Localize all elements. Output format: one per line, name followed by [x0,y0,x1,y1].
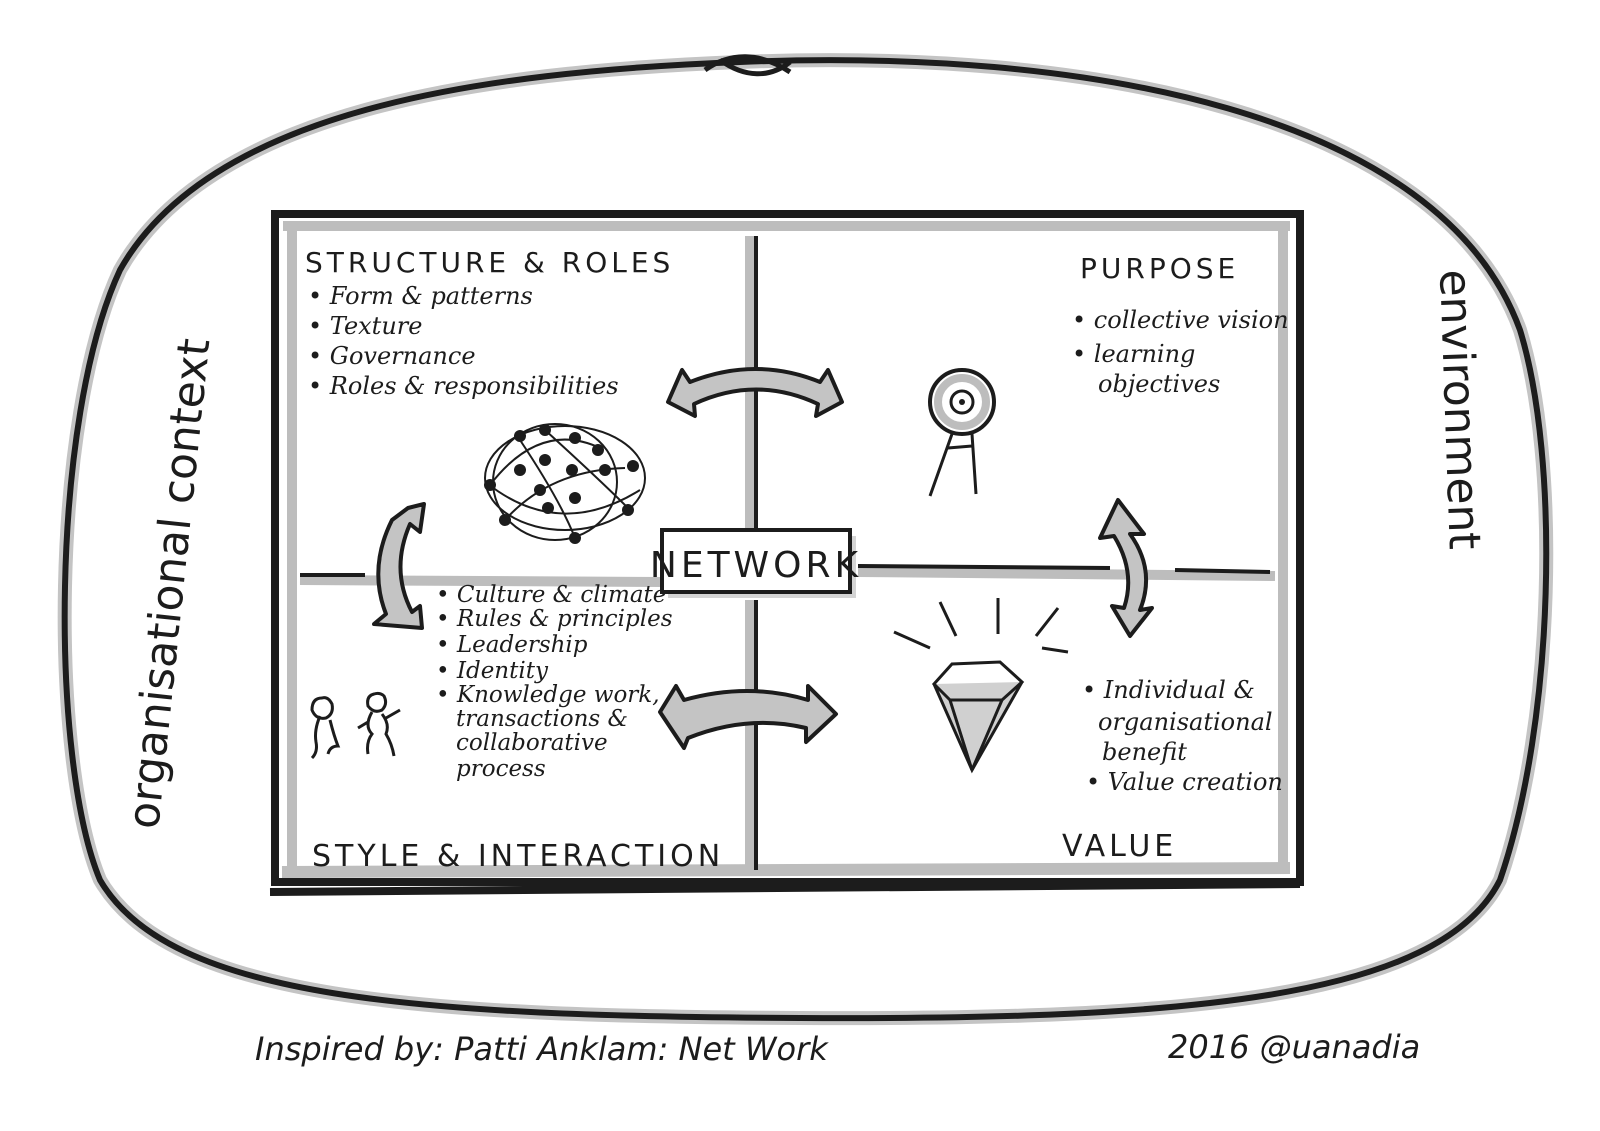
curved-double-arrow-icon-right [1098,498,1154,638]
list-item: • Individual & [1082,676,1255,704]
list-item: • Knowledge work, [436,682,660,708]
style-interaction-list: • Culture & climate • Rules & principles… [436,582,673,782]
list-item: • Leadership [436,632,588,658]
people-icon [310,691,401,760]
diamond-icon [893,598,1069,774]
axis-lines [299,236,1276,870]
inner-frame [269,210,1304,896]
list-item-continued: process [456,756,546,782]
structure-roles-title: STRUCTURE & ROLES [305,246,674,279]
value-title: VALUE [1062,829,1177,864]
structure-roles-list: • Form & patterns • Texture • Governance… [308,282,619,400]
list-item: • Identity [436,658,549,684]
curved-double-arrow-icon-top [666,367,844,418]
list-item: • collective vision [1072,306,1289,334]
network-graph-icon [484,423,646,544]
list-item-continued: transactions & [456,706,628,732]
list-item-continued: organisational [1098,708,1273,736]
style-interaction-title: STYLE & INTERACTION [312,839,724,874]
right-environment-label: environment [1429,269,1490,551]
list-item: • Value creation [1086,768,1283,796]
purpose-list: • collective vision • learning objective… [1072,306,1289,398]
list-item: • Roles & responsibilities [308,372,619,400]
list-item-continued: collaborative [456,730,608,756]
footer-credit: Inspired by: Patti Anklam: Net Work [255,1030,829,1068]
curved-double-arrow-icon-left [372,502,426,630]
list-item-continued: benefit [1102,738,1187,766]
curved-double-arrow-icon-bottom [658,684,838,750]
list-item: • Governance [308,342,476,370]
purpose-title: PURPOSE [1080,252,1239,285]
left-context-label: organisational context [118,336,220,831]
list-item: • learning [1072,340,1195,368]
list-item: • Rules & principles [436,606,673,632]
center-network-box: NETWORK [650,528,862,598]
center-network-label: NETWORK [650,545,862,586]
list-item: • Culture & climate [436,582,666,608]
target-icon [928,368,996,497]
outer-boundary [57,53,1554,1026]
list-item: objectives [1098,370,1220,398]
value-list: • Individual & organisational benefit • … [1082,676,1283,796]
footer-signature: 2016 @uanadia [1168,1028,1420,1066]
list-item: • Form & patterns [308,282,533,310]
list-item: • Texture [308,312,422,340]
